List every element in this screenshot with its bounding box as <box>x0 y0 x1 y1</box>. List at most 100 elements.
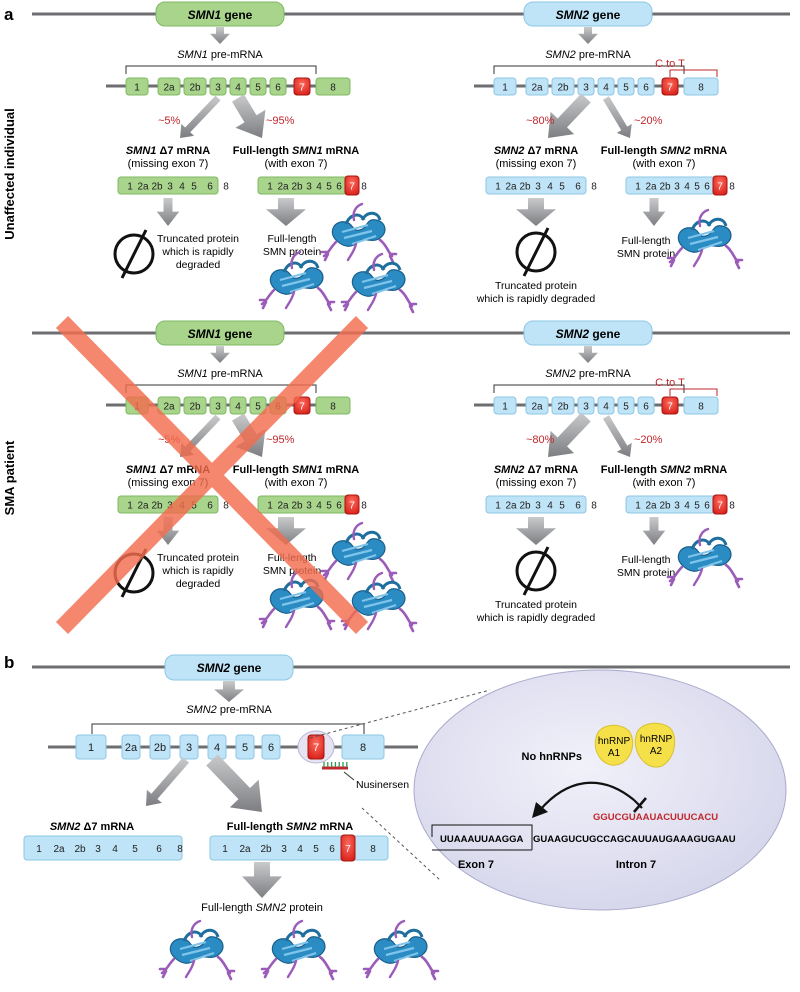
panel-b-splice-arrow-full <box>206 754 262 812</box>
bot-smn1-premrna-exon-5 <box>249 396 267 415</box>
bot-smn2-trunc-line1: Truncated protein <box>495 599 577 611</box>
bot-smn2-delta-mrna-label-8: 8 <box>591 501 597 512</box>
panel-b-premrna-exon-label-5: 5 <box>242 742 248 754</box>
panel-b-gene-arrow <box>214 681 244 702</box>
top-smn1-delta-mrna-label-2b: 2b <box>151 182 163 193</box>
bot-smn1-premrna-exon-3 <box>209 396 227 415</box>
panel-b-delta-mrna-label-2b: 2b <box>74 844 86 855</box>
panel-b-protein-arrow <box>242 862 282 898</box>
bot-smn2-premrna-exon-7 <box>661 396 679 415</box>
top-smn2-trunc-line2: which is rapidly degraded <box>476 293 596 305</box>
bot-smn2-premrna-exon-1 <box>493 396 517 415</box>
bot-smn2-delta-sub: (missing exon 7) <box>496 477 577 489</box>
top-smn1-full-down-arrow <box>266 198 306 226</box>
top-smn2-splice-arrow-delta <box>548 93 591 138</box>
bot-smn2-degraded-symbol <box>515 545 557 597</box>
panel-b-full-mrna-label-1: 1 <box>222 844 228 855</box>
bot-smn2-delta-mrna-label-2b: 2b <box>519 501 531 512</box>
panel-b-full-mrna-label-2b: 2b <box>260 844 272 855</box>
bot-smn2-premrna-exon-label-2b: 2b <box>557 402 569 413</box>
bot-smn2-delta-title: SMN2 Δ7 mRNA <box>494 464 578 476</box>
bot-smn1-trunc-line2: which is rapidly <box>161 565 234 577</box>
bot-smn2-premrna-exon-3 <box>577 396 595 415</box>
panel-b-delta-mrna-bar <box>23 835 183 861</box>
top-smn2-full-down-arrow <box>642 198 666 226</box>
bot-smn2-full-title: Full-length SMN2 mRNA <box>601 464 728 476</box>
top-smn1-premrna-exon-1 <box>125 77 149 96</box>
panel-b-delta-mrna-label-6: 6 <box>156 844 162 855</box>
top-smn2-premrna-exon-2b <box>551 77 575 96</box>
panel-b-premrna-exon-5 <box>235 734 255 760</box>
panel-b-delta-mrna-label-8: 8 <box>177 844 183 855</box>
top-smn2-delta-mrna-label-8: 8 <box>591 182 597 193</box>
bot-smn2-full-mrna-label-8: 8 <box>729 501 735 512</box>
top-smn1-full-mrna-label-5: 5 <box>326 182 332 193</box>
top-smn1-premrna-exon-label-8: 8 <box>330 83 336 94</box>
bot-smn2-full-mrna-label-5: 5 <box>694 501 700 512</box>
top-smn1-premrna-exon-label-7: 7 <box>299 83 305 94</box>
top-smn1-premrna-exon-4 <box>229 77 247 96</box>
top-smn2-delta-mrna-label-2b: 2b <box>519 182 531 193</box>
top-smn2-full-mrna-label-8: 8 <box>729 182 735 193</box>
top-smn2-premrna-exon-label-2a: 2a <box>531 83 543 94</box>
hnrnp-a1-label-2: A1 <box>608 748 621 759</box>
top-smn2-delta-mrna-label-1: 1 <box>495 182 501 193</box>
top-smn2-delta-mrna-label-3: 3 <box>535 182 541 193</box>
top-smn1-trunc-line1: Truncated protein <box>157 233 239 245</box>
top-smn2-premrna-exon-label-1: 1 <box>502 83 508 94</box>
bot-smn2-full-down-arrow <box>642 517 666 545</box>
top-smn1-delta-sub: (missing exon 7) <box>128 158 209 170</box>
inhibition-stem <box>633 799 643 809</box>
panel-b-gene-pill <box>164 654 294 681</box>
bot-smn1-delta-mrna-label-8: 8 <box>223 501 229 512</box>
top-smn2-premrna-exon-label-6: 6 <box>643 83 649 94</box>
top-smn1-premrna-exon-3 <box>209 77 227 96</box>
bot-smn1-delta-mrna-label-2a: 2a <box>137 501 149 512</box>
bot-smn1-premrna-exon-2a <box>157 396 181 415</box>
top-smn1-premrna-exon-2a <box>157 77 181 96</box>
top-smn2-full-mrna-label-6: 6 <box>704 182 710 193</box>
bot-smn2-full-mrna-exon7 <box>712 494 728 515</box>
panel-b-full-mrna-label-2a: 2a <box>239 844 251 855</box>
bot-smn2-protein-1 <box>666 527 744 589</box>
hnrnp-a2-blob <box>634 722 676 768</box>
top-smn1-pct-right: ~95% <box>266 115 295 127</box>
panel-a-label: a <box>4 5 14 24</box>
panel-b-full-title: Full-length SMN2 mRNA <box>227 821 354 833</box>
bot-smn2-full-mrna-label-4: 4 <box>684 501 690 512</box>
top-smn2-splice-arrow-full <box>602 96 632 138</box>
panel-b-delta-mrna-label-3: 3 <box>95 844 101 855</box>
top-smn1-prot-line2: SMN protein <box>263 246 322 258</box>
panel-b-protein-3 <box>362 919 440 981</box>
panel-b-protein-label: Full-length SMN2 protein <box>201 902 323 914</box>
top-smn2-pct-left: ~80% <box>526 115 555 127</box>
exon7-bracket <box>431 824 533 850</box>
bot-smn1-full-mrna-label-1: 1 <box>267 501 273 512</box>
bot-smn2-premrna-exon-4 <box>597 396 615 415</box>
top-smn1-premrna-exon-label-6: 6 <box>275 83 281 94</box>
top-smn2-trunc-line1: Truncated protein <box>495 280 577 292</box>
top-smn1-premrna-exon-8 <box>315 77 351 96</box>
top-smn2-premrna-exon-5 <box>617 77 635 96</box>
bot-smn1-full-mrna-label-5: 5 <box>326 501 332 512</box>
inset-group: No hnRNPs hnRNP A1 hnRNP A2 GGUCGUAAUACU… <box>431 722 736 871</box>
top-smn2-premrna-exon-label-4: 4 <box>603 83 609 94</box>
top-smn1-full-mrna-exon7 <box>344 175 360 196</box>
panel-b-full-mrna-exon7 <box>340 834 356 862</box>
top-smn2-protein-1 <box>666 208 744 270</box>
top-smn1-trunc-line2: which is rapidly <box>161 246 234 258</box>
top-smn2-full-mrna-label-1: 1 <box>635 182 641 193</box>
panel-b-premrna-bracket <box>91 723 365 734</box>
bot-smn1-pct-right: ~95% <box>266 434 295 446</box>
panel-b-splice-arrow-delta <box>146 757 190 806</box>
top-smn1-premrna-exon-label-1: 1 <box>134 83 140 94</box>
bot-smn2-splice-arrow-full <box>602 415 632 457</box>
intron-sequence: GUAAGUCUGCCAGCAUUAUGAAAGUGAAU <box>533 834 736 845</box>
top-smn2-delta-mrna-label-5: 5 <box>559 182 565 193</box>
top-smn1-premrna-exon-2b <box>183 77 207 96</box>
top-smn2-premrna-exon-label-8: 8 <box>698 83 704 94</box>
panel-b-premrna-exon-label-6: 6 <box>268 742 274 754</box>
bot-smn2-delta-mrna-label-6: 6 <box>575 501 581 512</box>
